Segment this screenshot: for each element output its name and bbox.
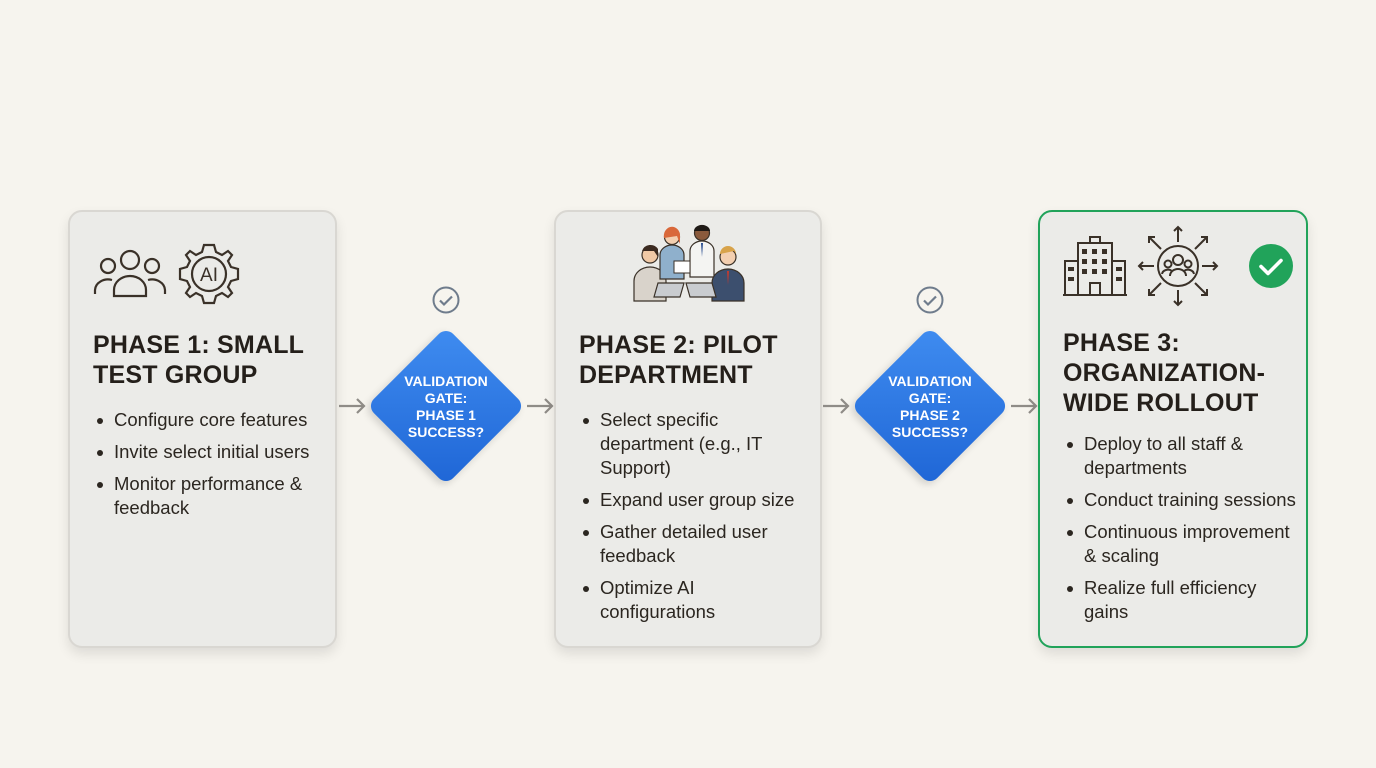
phase-3-title: PHASE 3:ORGANIZATION-WIDE ROLLOUT: [1063, 329, 1266, 417]
arrow-icon: [823, 398, 850, 414]
list-item: Monitor performance & feedback: [93, 472, 327, 520]
phase-1-bullets: Configure core features Invite select in…: [93, 408, 327, 528]
phase-1-icons: AI: [92, 242, 242, 306]
ai-gear-icon: AI: [178, 243, 240, 305]
list-item: Continuous improvement & scaling: [1063, 520, 1302, 568]
check-circle-icon: [916, 286, 944, 314]
list-item: Conduct training sessions: [1063, 488, 1302, 512]
phase-3-card: PHASE 3:ORGANIZATION-WIDE ROLLOUT Deploy…: [1038, 210, 1308, 648]
phase-3-icons: [1062, 225, 1294, 307]
people-group-icon: [93, 249, 167, 298]
expanding-people-icon: [1137, 225, 1219, 307]
list-item: Optimize AI configurations: [579, 576, 816, 624]
list-item: Invite select initial users: [93, 440, 327, 464]
svg-text:AI: AI: [200, 265, 218, 286]
list-item: Gather detailed user feedback: [579, 520, 816, 568]
team-meeting-illustration: [633, 224, 745, 302]
check-circle-icon: [432, 286, 460, 314]
arrow-icon: [339, 398, 366, 414]
list-item: Realize full efficiency gains: [1063, 576, 1302, 624]
arrow-icon: [527, 398, 554, 414]
list-item: Select specific department (e.g., IT Sup…: [579, 408, 816, 480]
phase-3-bullets: Deploy to all staff & departments Conduc…: [1063, 432, 1302, 632]
phase-2-bullets: Select specific department (e.g., IT Sup…: [579, 408, 816, 632]
green-check-icon: [1249, 244, 1293, 288]
list-item: Configure core features: [93, 408, 327, 432]
list-item: Expand user group size: [579, 488, 816, 512]
phase-2-icons: [628, 224, 752, 302]
list-item: Deploy to all staff & departments: [1063, 432, 1302, 480]
arrow-icon: [1011, 398, 1038, 414]
office-building-icon: [1063, 236, 1127, 296]
